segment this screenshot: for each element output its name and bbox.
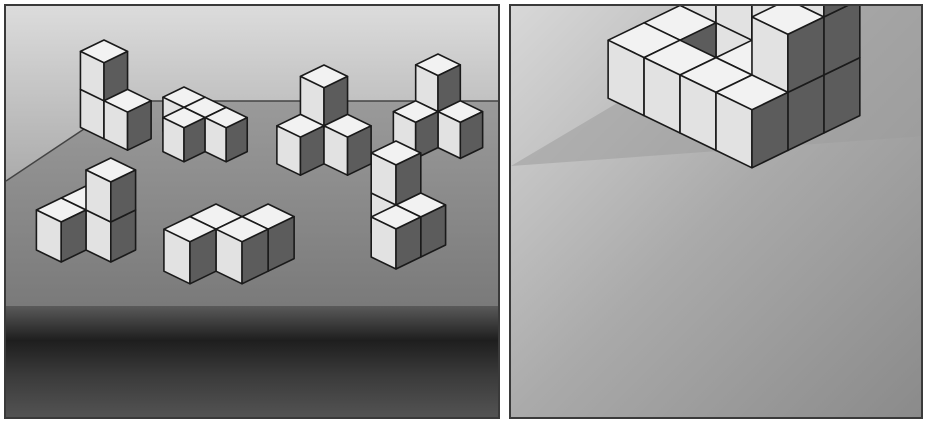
cube bbox=[216, 217, 268, 284]
cube bbox=[205, 107, 247, 161]
cube bbox=[438, 101, 483, 159]
cube bbox=[716, 75, 788, 168]
cube bbox=[416, 54, 461, 112]
cube bbox=[80, 40, 127, 101]
pieces-illustration bbox=[6, 6, 500, 419]
cube bbox=[324, 114, 371, 175]
pieces-panel bbox=[4, 4, 500, 419]
cube bbox=[104, 89, 151, 150]
cube bbox=[86, 158, 136, 222]
cube bbox=[164, 217, 216, 284]
cube bbox=[300, 65, 347, 126]
cube bbox=[371, 205, 421, 269]
cube bbox=[163, 107, 205, 161]
cube bbox=[277, 114, 324, 175]
cube bbox=[371, 141, 421, 205]
assembled-illustration bbox=[511, 6, 923, 419]
table-front bbox=[6, 306, 500, 419]
cube bbox=[36, 198, 86, 262]
assembled-panel bbox=[509, 4, 923, 419]
